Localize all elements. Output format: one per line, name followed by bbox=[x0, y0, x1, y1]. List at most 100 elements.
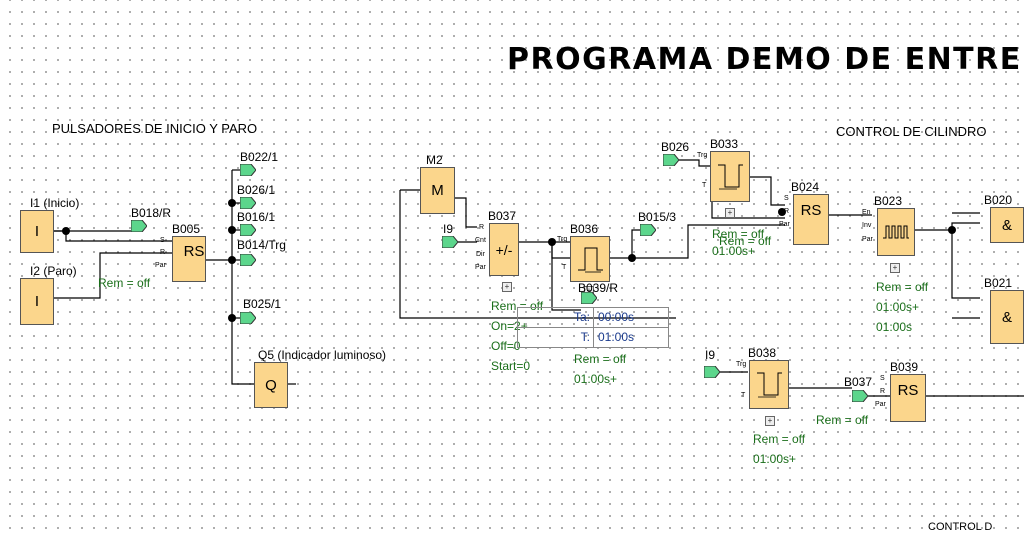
b037-off-threshold: Off=0 bbox=[491, 339, 521, 353]
tag-label-b026: B026/1 bbox=[237, 183, 276, 197]
tag-label-b039r: B039/R bbox=[578, 281, 619, 295]
and-block-b020[interactable]: & bbox=[990, 207, 1024, 243]
tooltip-row-ta: Ta: 00:00s bbox=[518, 310, 668, 328]
pin-en: En bbox=[862, 209, 871, 216]
tag-label-b016: B016/1 bbox=[237, 210, 276, 224]
tag-label-i9: I9 bbox=[443, 222, 454, 236]
block-label-i1: I1 (Inicio) bbox=[30, 196, 80, 210]
connector-tag-b016[interactable] bbox=[240, 224, 256, 236]
output-block-q5[interactable]: Q bbox=[254, 362, 288, 408]
pin-s: S bbox=[160, 237, 165, 244]
pin-r: R bbox=[880, 388, 886, 395]
rs-block-b039[interactable]: RS bbox=[890, 374, 926, 422]
expand-icon[interactable]: + bbox=[725, 208, 735, 218]
counter-block-b037[interactable]: +/- bbox=[489, 223, 519, 276]
b033-time: 01:00s+ bbox=[712, 244, 756, 258]
b038-remanence: Rem = off bbox=[753, 432, 806, 446]
b023-remanence: Rem = off bbox=[876, 280, 929, 294]
pin-t: T bbox=[702, 182, 707, 189]
pin-par: Par bbox=[875, 401, 886, 408]
pin-par: Par bbox=[155, 262, 166, 269]
b037-on-threshold: On=2+ bbox=[491, 319, 528, 333]
connector-tag-b018r[interactable] bbox=[131, 220, 147, 232]
pin-dir: Dir bbox=[476, 251, 485, 258]
expand-icon[interactable]: + bbox=[765, 416, 775, 426]
tag-label-b018r: B018/R bbox=[131, 206, 172, 220]
pin-s: S bbox=[880, 375, 885, 382]
tooltip-row-divider bbox=[518, 327, 668, 328]
b036-remanence: Rem = off bbox=[574, 352, 627, 366]
block-label-b037: B037 bbox=[488, 209, 517, 223]
b038-time: 01:00s+ bbox=[753, 452, 797, 466]
section-label-cylinder: CONTROL DE CILINDRO bbox=[836, 124, 987, 139]
pin-inv: Inv bbox=[862, 222, 872, 229]
section-label-bottom: CONTROL D bbox=[928, 521, 993, 533]
pin-trg: Trg bbox=[557, 236, 568, 243]
block-label-b020: B020 bbox=[984, 193, 1013, 207]
pin-trg: Trg bbox=[697, 152, 708, 159]
rs-block-b024[interactable]: RS bbox=[793, 194, 829, 245]
connector-tag-b015[interactable] bbox=[640, 224, 656, 236]
tooltip-key-t: T: bbox=[580, 330, 590, 344]
block-label-b039: B039 bbox=[890, 360, 919, 374]
tooltip-value-ta: 00:00s bbox=[598, 310, 635, 324]
b036-time: 01:00s+ bbox=[574, 372, 618, 386]
expand-icon[interactable]: + bbox=[890, 263, 900, 273]
pin-r: R bbox=[784, 208, 790, 215]
expand-icon[interactable]: + bbox=[502, 282, 512, 292]
connector-tag-b026-in[interactable] bbox=[663, 154, 679, 166]
pin-r: R bbox=[479, 224, 485, 231]
page-title: PROGRAMA DEMO DE ENTRENA bbox=[507, 42, 1024, 77]
block-label-b023: B023 bbox=[874, 194, 903, 208]
tag-label-b015: B015/3 bbox=[638, 210, 677, 224]
connector-tag-b026[interactable] bbox=[240, 197, 256, 209]
b039-remanence: Rem = off bbox=[816, 413, 869, 427]
timer-block-b036[interactable] bbox=[570, 236, 610, 282]
pin-trg: Trg bbox=[736, 361, 747, 368]
block-label-b021: B021 bbox=[984, 276, 1013, 290]
tag-label-b037: B037 bbox=[844, 375, 873, 389]
pin-par: Par bbox=[779, 221, 790, 228]
pulse-train-icon bbox=[883, 225, 909, 239]
timer-block-b038[interactable] bbox=[749, 360, 789, 409]
b033-remanence: Rem = off bbox=[712, 227, 765, 241]
pulse-generator-block-b023[interactable] bbox=[877, 208, 915, 256]
timer-block-b033[interactable] bbox=[710, 151, 750, 202]
connector-tag-i9-b038[interactable] bbox=[704, 366, 720, 378]
rs-block-b005[interactable]: RS bbox=[172, 236, 206, 282]
pin-par: Par bbox=[862, 236, 873, 243]
tag-label-b026-in: B026 bbox=[661, 140, 690, 154]
pin-cnt: Cnt bbox=[475, 237, 486, 244]
b023-time-high: 01:00s+ bbox=[876, 300, 920, 314]
input-block-i1[interactable]: I bbox=[20, 210, 54, 253]
tag-label-b022: B022/1 bbox=[240, 150, 279, 164]
block-label-b033: B033 bbox=[710, 137, 739, 151]
b023-time-low: 01:00s bbox=[876, 320, 913, 334]
block-label-b005: B005 bbox=[172, 222, 201, 236]
input-block-i2[interactable]: I bbox=[20, 278, 54, 325]
marker-block-m2[interactable]: M bbox=[420, 167, 455, 214]
connector-tag-b022[interactable] bbox=[240, 164, 256, 176]
connector-tag-b025[interactable] bbox=[240, 312, 256, 324]
tag-label-b025: B025/1 bbox=[243, 297, 282, 311]
connector-tag-b037[interactable] bbox=[852, 390, 868, 402]
section-label-start-stop: PULSADORES DE INICIO Y PARO bbox=[52, 121, 258, 136]
block-label-q5: Q5 (Indicador luminoso) bbox=[258, 348, 387, 362]
and-block-b021[interactable]: & bbox=[990, 290, 1024, 344]
tooltip-value-t: 01:00s bbox=[598, 330, 635, 344]
block-label-b038: B038 bbox=[748, 346, 777, 360]
on-delay-icon bbox=[718, 164, 743, 189]
b037-remanence: Rem = off bbox=[491, 299, 544, 313]
b005-remanence: Rem = off bbox=[98, 276, 151, 290]
pin-r: R bbox=[160, 249, 166, 256]
connector-tag-i9[interactable] bbox=[442, 236, 458, 248]
pin-t: T bbox=[562, 264, 567, 271]
pin-t: T bbox=[741, 392, 746, 399]
connector-tag-b014[interactable] bbox=[240, 254, 256, 266]
connector-tag-b039r[interactable] bbox=[581, 292, 597, 304]
block-label-m2: M2 bbox=[426, 153, 443, 167]
block-label-i2: I2 (Paro) bbox=[30, 264, 77, 278]
parameter-tooltip: Ta: 00:00s T: 01:00s bbox=[517, 307, 669, 348]
